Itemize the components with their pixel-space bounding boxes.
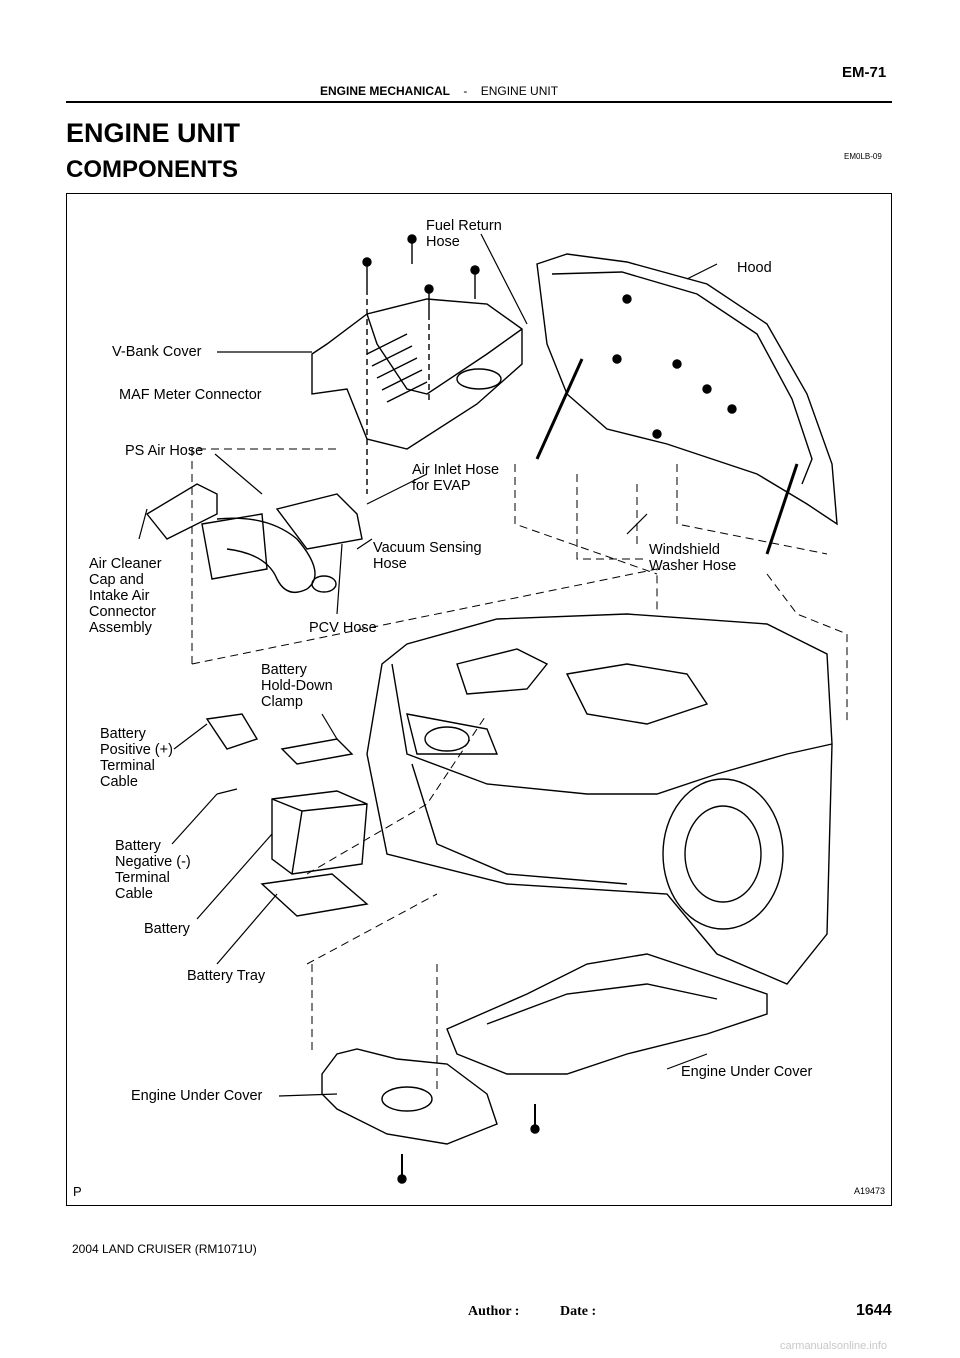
label-battery-clamp: Battery Hold-Down Clamp	[261, 662, 333, 710]
page-number: 1644	[856, 1302, 892, 1319]
label-pcv-hose: PCV Hose	[309, 620, 377, 636]
figure-corner-letter: P	[73, 1184, 82, 1199]
under-cover-drawing	[321, 953, 768, 1184]
footer-date-label: Date :	[560, 1304, 597, 1319]
label-air-inlet-hose: Air Inlet Hose for EVAP	[412, 462, 500, 494]
label-windshield-washer-hose: Windshield Washer Hose	[649, 542, 737, 574]
watermark: carmanualsonline.info	[780, 1340, 888, 1352]
label-battery-negative-cable: Battery Negative (-) Terminal Cable	[115, 838, 191, 902]
footer-author-label: Author :	[468, 1304, 520, 1319]
battery-drawing	[205, 713, 369, 917]
v-bank-cover-drawing	[311, 298, 523, 450]
vehicle-drawing	[366, 613, 833, 985]
page-code: EM-71	[842, 64, 887, 81]
label-battery-positive-cable: Battery Positive (+) Terminal Cable	[100, 726, 173, 790]
label-fuel-return-hose: Fuel Return Hose	[426, 218, 502, 250]
components-figure: Fuel Return Hose Hood V-Bank Cover MAF M…	[66, 193, 892, 1206]
label-air-cleaner-assembly: Air Cleaner Cap and Intake Air Connector…	[89, 556, 162, 636]
header-separator: -	[463, 84, 468, 98]
air-cleaner-drawing	[145, 483, 363, 593]
label-vacuum-sensing-hose: Vacuum Sensing Hose	[373, 540, 482, 572]
label-v-bank-cover: V-Bank Cover	[112, 344, 202, 360]
assembly-dashed-lines	[191, 448, 848, 1094]
header-subsection: ENGINE UNIT	[480, 84, 559, 98]
footer-model: 2004 LAND CRUISER (RM1071U)	[72, 1242, 257, 1256]
hood-drawing	[535, 253, 838, 555]
cover-bolts	[362, 234, 480, 494]
figure-id: A19473	[853, 1186, 885, 1196]
leader-lines	[138, 233, 718, 1097]
header-rule	[66, 101, 892, 103]
label-engine-under-cover-left: Engine Under Cover	[131, 1088, 263, 1104]
label-engine-under-cover-right: Engine Under Cover	[681, 1064, 813, 1080]
label-ps-air-hose: PS Air Hose	[125, 443, 204, 459]
label-maf-meter-connector: MAF Meter Connector	[119, 387, 262, 403]
section-subtitle: COMPONENTS	[66, 156, 239, 183]
header-section: ENGINE MECHANICAL	[320, 84, 451, 98]
document-code: EM0LB-09	[844, 152, 882, 161]
label-battery: Battery	[144, 921, 190, 937]
exploded-view-illustration	[138, 233, 848, 1184]
label-hood: Hood	[737, 260, 772, 276]
label-battery-tray: Battery Tray	[187, 968, 266, 984]
page-title: ENGINE UNIT	[66, 118, 241, 148]
running-header: ENGINE MECHANICAL - ENGINE UNIT	[320, 84, 558, 98]
